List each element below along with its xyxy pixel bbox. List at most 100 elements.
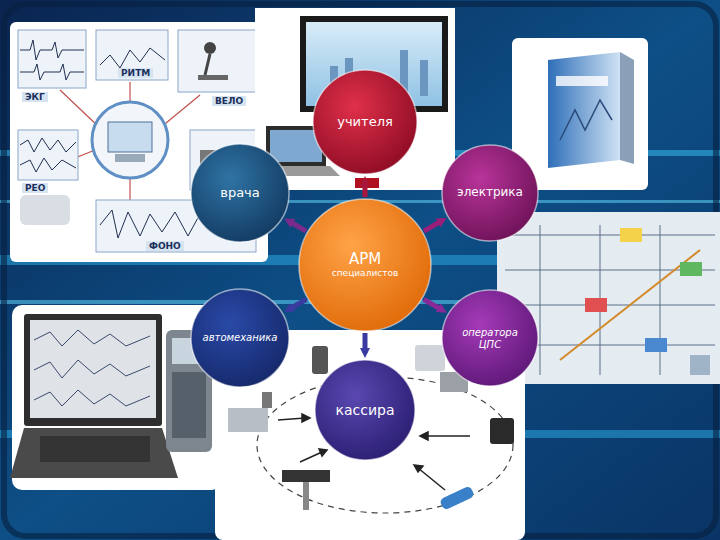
scanner-keys <box>172 372 206 438</box>
bus-line <box>540 225 541 375</box>
graph <box>34 390 150 406</box>
waveform <box>20 64 84 80</box>
module-label: ЭКГ <box>22 92 48 102</box>
laptop-base <box>10 428 178 478</box>
module-label: ВЕЛО <box>212 96 246 106</box>
printer <box>415 345 445 371</box>
pointer-line <box>425 435 470 437</box>
scale-pole <box>262 392 272 408</box>
role-label: АРМ <box>349 251 381 268</box>
feed-line <box>560 250 700 360</box>
text-group: врача <box>220 186 260 201</box>
bus-line <box>660 225 661 375</box>
phone <box>312 346 328 374</box>
text-group: автомеханика <box>203 332 278 344</box>
keyboard <box>40 436 150 462</box>
window <box>96 30 168 80</box>
role-label: электрика <box>457 186 523 200</box>
bar <box>420 60 428 96</box>
module-label: РИТМ <box>118 68 153 78</box>
device <box>115 154 145 162</box>
connector-wires <box>60 82 200 200</box>
block <box>585 298 607 312</box>
circle-fill <box>299 199 431 331</box>
sensor <box>20 195 70 225</box>
role-circle: кассира <box>314 359 416 461</box>
pointer-line <box>300 452 322 462</box>
window <box>18 130 78 180</box>
role-circle: оператора ЦПС <box>441 289 539 387</box>
text-group: кассира <box>336 402 395 418</box>
text-group: учителя <box>337 115 393 130</box>
pointer-line <box>418 468 445 490</box>
waveform <box>20 40 84 60</box>
block <box>620 228 642 242</box>
panel <box>255 8 455 190</box>
role-circle: электрика <box>441 144 539 242</box>
waveform <box>100 48 165 68</box>
circle-fill <box>315 360 415 460</box>
pointer-head <box>319 449 327 456</box>
role-label: врача <box>220 186 260 201</box>
frame <box>4 4 716 536</box>
wire <box>129 82 130 102</box>
laptop-lid <box>24 314 162 426</box>
cyclist-head <box>204 42 216 54</box>
scale <box>228 408 268 432</box>
box-front <box>548 52 620 168</box>
hub-circle <box>92 102 168 178</box>
software-box <box>512 38 648 190</box>
graph <box>34 330 150 346</box>
role-label: оператора ЦПС <box>459 327 521 350</box>
box-side <box>620 52 634 164</box>
bus-line <box>505 305 715 306</box>
box-graphic <box>560 100 612 140</box>
window <box>18 30 86 88</box>
role-label: автомеханика <box>203 332 278 344</box>
classroom-board <box>255 8 455 190</box>
bus-line <box>505 235 715 236</box>
display-stand <box>303 482 309 510</box>
module-label: РЕО <box>22 183 48 193</box>
circle-fill <box>313 70 417 174</box>
role-circle: учителя <box>312 69 418 175</box>
wire <box>160 95 200 128</box>
role-label: учителя <box>337 115 393 130</box>
role-label: кассира <box>336 402 395 418</box>
box-stripe <box>556 76 608 86</box>
role-circle: АРМспециалистов <box>298 198 432 332</box>
block <box>680 262 702 276</box>
circle-fill <box>442 290 538 386</box>
pointer-head <box>302 414 310 422</box>
role-circle: автомеханика <box>190 288 290 388</box>
monitor <box>108 122 152 152</box>
bike <box>198 75 228 80</box>
circle-fill <box>191 289 289 387</box>
role-circle: врача <box>190 143 290 243</box>
window <box>178 30 260 92</box>
connector-arrow <box>289 221 307 231</box>
panel <box>512 38 648 190</box>
module-label: ФОНО <box>146 241 184 251</box>
diagnostic-laptop <box>10 305 222 490</box>
connector-arrow <box>424 299 443 310</box>
wire <box>129 178 130 200</box>
pointer-head <box>414 465 423 472</box>
text-group: АРМспециалистов <box>332 251 398 279</box>
pointer-head <box>420 432 428 440</box>
circle-fill <box>191 144 289 242</box>
graph <box>34 360 150 378</box>
laptop-display <box>30 320 156 418</box>
role-label: специалистов <box>332 268 398 278</box>
cyclist-body <box>205 54 210 75</box>
connector-arrow <box>363 181 368 197</box>
block <box>690 355 710 375</box>
connector-arrow <box>363 333 368 353</box>
connector-arrow <box>424 220 442 231</box>
waveform <box>20 158 76 172</box>
circle-fill <box>442 145 538 241</box>
waveform <box>20 138 76 152</box>
